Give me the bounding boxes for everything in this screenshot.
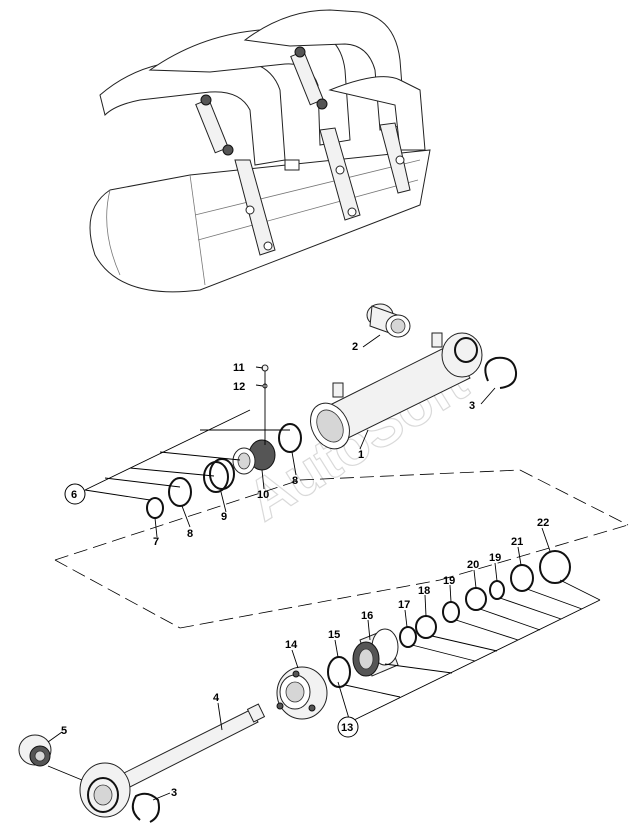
label-14: 14 — [285, 639, 298, 651]
label-10: 10 — [257, 489, 269, 501]
o-ring-15 — [327, 656, 351, 688]
piston-rod — [79, 703, 266, 818]
label-21: 21 — [511, 536, 523, 548]
kit-6-callout: 6 — [64, 483, 86, 505]
label-15: 15 — [328, 629, 340, 641]
label-5: 5 — [61, 725, 67, 737]
label-19-a: 19 — [443, 575, 455, 587]
label-1: 1 — [358, 449, 364, 461]
seal-ring-19a — [442, 601, 460, 623]
piston-part — [232, 439, 276, 475]
label-16: 16 — [361, 610, 373, 622]
gland-part — [352, 628, 399, 677]
label-12: 12 — [233, 381, 245, 393]
seal-ring-19b — [489, 580, 505, 600]
label-19-b: 19 — [489, 552, 501, 564]
gland-nut — [276, 666, 328, 720]
seal-ring-18 — [415, 615, 437, 639]
label-3-lower: 3 — [171, 787, 177, 799]
o-ring-upper — [278, 423, 302, 453]
label-20: 20 — [467, 559, 479, 571]
label-18: 18 — [418, 585, 430, 597]
backup-ring — [146, 497, 164, 519]
seal-ring-22 — [539, 550, 571, 584]
label-2: 2 — [352, 341, 358, 353]
bushing-part — [366, 303, 411, 338]
kit-13-callout: 13 — [337, 716, 359, 738]
snap-ring-upper — [484, 356, 518, 389]
rod-bushing — [18, 734, 52, 767]
snap-ring-lower — [131, 792, 160, 823]
label-22: 22 — [537, 517, 549, 529]
seal-ring-17 — [399, 626, 417, 648]
label-4: 4 — [213, 692, 220, 704]
o-ring-lower — [168, 477, 192, 507]
label-7: 7 — [153, 536, 159, 548]
seal-ring-20 — [465, 587, 487, 611]
label-11: 11 — [233, 362, 245, 374]
cylinder-tube — [310, 332, 483, 450]
seal-ring-21 — [510, 564, 534, 592]
kit-frame — [54, 479, 301, 561]
label-8-upper: 8 — [292, 475, 298, 487]
bucket-illustration — [89, 9, 431, 293]
label-8-lower: 8 — [187, 528, 193, 540]
label-3-upper: 3 — [469, 400, 475, 412]
label-13: 13 — [341, 722, 353, 734]
label-9: 9 — [221, 511, 227, 523]
label-6: 6 — [71, 489, 77, 501]
piston-seal — [203, 458, 235, 493]
label-17: 17 — [398, 599, 410, 611]
